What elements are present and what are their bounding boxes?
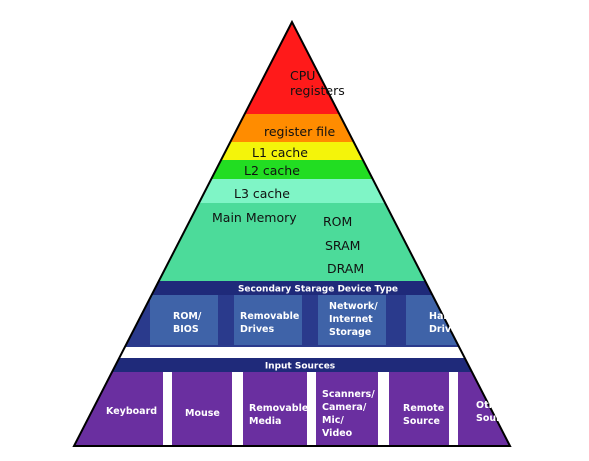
- keyboard-label: Keyboard: [106, 406, 157, 417]
- scanners-label-2: Camera/: [322, 402, 367, 413]
- main-memory-sram: SRAM: [325, 238, 360, 253]
- hard-drive-label-2: Drive: [429, 324, 457, 335]
- cpu-registers-label-1: CPU: [290, 68, 315, 83]
- hard-drive-label-1: Hard: [429, 311, 455, 322]
- network-storage-label-3: Storage: [329, 327, 371, 338]
- l1-cache-label: L1 cache: [252, 145, 308, 160]
- network-storage-label-1: Network/: [329, 301, 378, 312]
- pyramid-outline: [72, 19, 512, 447]
- other-source-label-1: Other: [476, 400, 507, 411]
- input-box-remote-source: [389, 372, 449, 446]
- removable-drives-label-2: Drives: [240, 324, 274, 335]
- cpu-registers-label-2: registers: [290, 83, 345, 98]
- l2-cache-label: L2 cache: [244, 163, 300, 178]
- secondary-storage-title: Secondary Starage Device Type: [238, 285, 398, 295]
- input-sources-title: Input Sources: [265, 362, 335, 372]
- network-storage-label-2: Internet: [329, 314, 373, 325]
- l3-cache-band: [74, 179, 510, 203]
- input-sources-header: [74, 358, 510, 372]
- input-box-scanners: [316, 372, 378, 446]
- input-box-mouse: [172, 372, 232, 446]
- secondary-box-removable-drives: [234, 295, 302, 345]
- secondary-storage-header: [74, 281, 510, 295]
- scanners-label-1: Scanners/: [322, 389, 375, 400]
- register-file-label: register file: [264, 124, 336, 139]
- removable-drives-label-1: Removable: [240, 311, 299, 322]
- main-memory-label: Main Memory: [212, 210, 297, 225]
- l3-cache-label: L3 cache: [234, 186, 290, 201]
- rom-bios-label-1: ROM/: [173, 311, 202, 322]
- input-box-removable-media: [243, 372, 307, 446]
- removable-media-label-2: Media: [249, 416, 281, 427]
- other-source-label-2: Source: [476, 413, 513, 424]
- secondary-box-network-storage: [318, 295, 386, 345]
- remote-source-label-1: Remote: [403, 403, 444, 414]
- main-memory-dram: DRAM: [327, 261, 364, 276]
- main-memory-rom: ROM: [323, 214, 352, 229]
- scanners-label-4: Video: [322, 428, 353, 439]
- removable-media-label-1: Removable: [249, 403, 308, 414]
- remote-source-label-2: Source: [403, 416, 440, 427]
- mouse-label: Mouse: [185, 408, 220, 419]
- secondary-box-rom-bios: [150, 295, 218, 345]
- separator-gap: [74, 347, 510, 358]
- rom-bios-label-2: BIOS: [173, 324, 199, 335]
- scanners-label-3: Mic/: [322, 415, 344, 426]
